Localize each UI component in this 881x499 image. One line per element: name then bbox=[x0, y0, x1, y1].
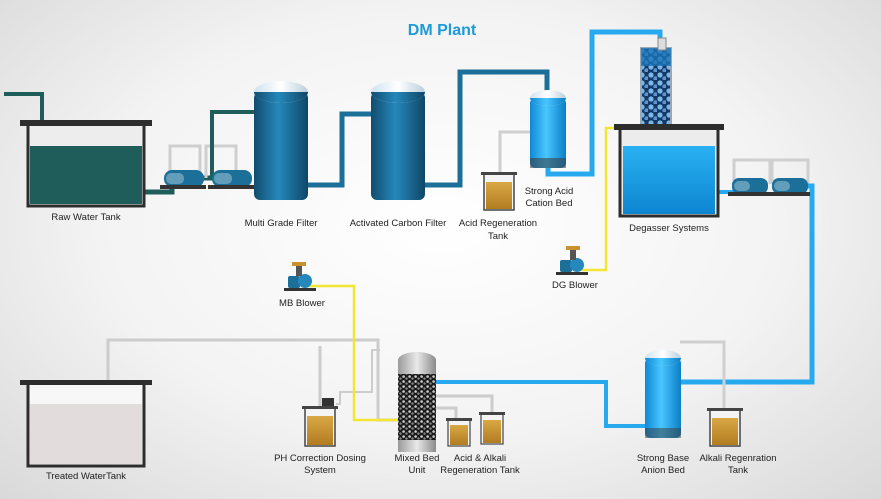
label-treated-water-tank: Treated WaterTank bbox=[45, 471, 127, 482]
label-alkali-regen-2: Tank bbox=[727, 465, 749, 476]
mixed-bed-unit bbox=[398, 352, 436, 452]
treated-water-tank bbox=[20, 380, 152, 468]
pump-gray-lines-right bbox=[732, 158, 810, 184]
label-activated-carbon-filter: Activated Carbon Filter bbox=[349, 218, 447, 229]
label-cation-bed-2: Cation Bed bbox=[525, 198, 573, 209]
alkali-regeneration-tank bbox=[707, 408, 743, 447]
pipe-to-anion bbox=[680, 183, 815, 385]
label-anion-bed-1: Strong Base bbox=[636, 453, 690, 464]
label-mixed-bed-2: Unit bbox=[408, 465, 426, 476]
pipe-anion-to-mixedbed bbox=[436, 380, 645, 428]
pump-icon bbox=[728, 178, 770, 196]
ph-dosing-line-2 bbox=[336, 349, 380, 405]
label-raw-water-tank: Raw Water Tank bbox=[51, 212, 121, 223]
ph-correction-dosing-system bbox=[302, 398, 338, 447]
label-degasser-systems: Degasser Systems bbox=[629, 223, 709, 234]
raw-water-tank bbox=[20, 120, 152, 208]
pipe-carbon-to-cation bbox=[420, 69, 550, 188]
label-acid-regeneration-tank-2: Tank bbox=[487, 231, 509, 242]
acid-regen-line bbox=[498, 130, 538, 175]
label-cation-bed-1: Strong Acid bbox=[524, 186, 574, 197]
acid-regeneration-tank bbox=[481, 172, 517, 211]
raw-water-inlet-pipe bbox=[4, 92, 44, 130]
label-ph-correction-1: PH Correction Dosing bbox=[274, 453, 366, 464]
label-multi-grade-filter: Multi Grade Filter bbox=[244, 218, 318, 229]
label-ph-correction-2: System bbox=[304, 465, 336, 476]
label-acid-alkali-1: Acid & Alkali bbox=[453, 453, 507, 464]
label-mb-blower: MB Blower bbox=[279, 298, 325, 309]
strong-base-anion-bed bbox=[645, 350, 681, 438]
pipe-multigrade-to-carbon bbox=[303, 111, 372, 188]
label-mixed-bed-1: Mixed Bed bbox=[394, 453, 440, 464]
degasser-systems bbox=[614, 37, 724, 218]
label-acid-regeneration-tank-1: Acid Regeneration bbox=[458, 218, 538, 229]
alkali-regen-line bbox=[680, 340, 726, 410]
label-dg-blower: DG Blower bbox=[552, 280, 598, 291]
multi-grade-filter bbox=[254, 81, 308, 200]
activated-carbon-filter bbox=[371, 81, 425, 200]
label-anion-bed-2: Anion Bed bbox=[641, 465, 685, 476]
blower-icon bbox=[556, 246, 588, 275]
page-title: DM Plant bbox=[407, 22, 477, 39]
pump-gray-bypass bbox=[168, 144, 238, 178]
pump-icon bbox=[768, 178, 810, 196]
regen-lines-mixedbed bbox=[436, 394, 494, 420]
blower-icon bbox=[284, 262, 316, 291]
mb-air-line bbox=[310, 284, 398, 422]
label-acid-alkali-2: Regeneration Tank bbox=[440, 465, 520, 476]
strong-acid-cation-bed bbox=[530, 90, 566, 168]
pump-icon bbox=[160, 170, 206, 189]
pipe-cation-to-degasser bbox=[545, 29, 663, 177]
pump-icon bbox=[208, 170, 254, 189]
label-alkali-regen-1: Alkali Regenration bbox=[699, 453, 777, 464]
acid-alkali-regeneration-tank bbox=[446, 412, 505, 447]
